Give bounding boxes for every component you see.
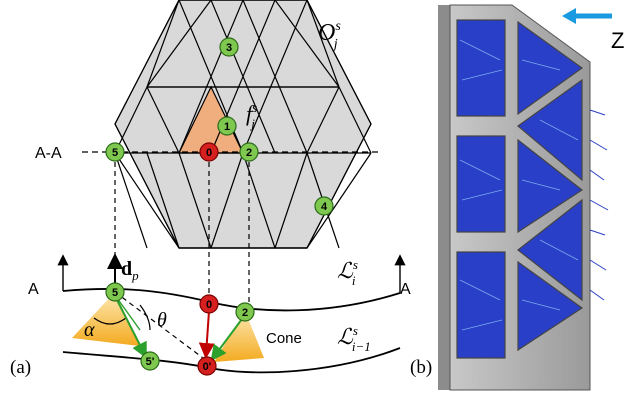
arrow-5-to-5p [115, 297, 147, 359]
cone-label: Cone [266, 330, 302, 347]
svg-text:1: 1 [224, 121, 230, 133]
frame-windows [456, 19, 584, 359]
mesh-edges [114, 0, 372, 249]
layer-node-5-prime: 5' [140, 351, 160, 371]
fiber-texture [459, 39, 579, 331]
caption-a: (a) [10, 357, 31, 378]
cut-label-left: A [28, 281, 39, 298]
svg-text:3: 3 [226, 42, 232, 54]
svg-text:4: 4 [321, 201, 328, 213]
z-axis-label: Z [611, 28, 624, 53]
arrow-2-to-0p [210, 318, 243, 362]
direction-label: dp [121, 258, 139, 283]
cone-left [72, 292, 140, 346]
arrow-5-cone-edge [116, 297, 141, 331]
svg-text:5': 5' [146, 356, 155, 368]
node-4: 4 [314, 196, 334, 216]
section-label: A-A [35, 145, 62, 162]
svg-text:0: 0 [206, 147, 212, 159]
svg-text:2: 2 [246, 147, 252, 159]
svg-text:2: 2 [242, 307, 248, 319]
z-arrow-head [562, 8, 576, 24]
panel-b: Z (b) [410, 4, 624, 391]
node-3: 3 [219, 37, 239, 57]
theta-arc [139, 304, 151, 331]
caption-b: (b) [410, 357, 432, 378]
node-0: 0 [199, 142, 219, 162]
svg-text:0: 0 [206, 299, 212, 311]
alpha-label: α [84, 319, 95, 341]
svg-text:5: 5 [112, 147, 118, 159]
layer-node-0: 0 [199, 294, 219, 314]
arrow-0-to-0p [198, 310, 215, 359]
node-1: 1 [217, 116, 237, 136]
edge-fringe [589, 109, 609, 301]
node-2: 2 [239, 142, 259, 162]
cut-label-right: A [400, 281, 411, 298]
layer-node-0-prime: 0' [197, 356, 217, 376]
node-5: 5 [105, 142, 125, 162]
layer-node-2: 2 [235, 302, 255, 322]
theta-label: θ [157, 309, 167, 331]
layer-node-5: 5 [105, 282, 125, 302]
layer-nodes: 5 0 2 5' 0' [105, 282, 255, 376]
theta-line [114, 291, 204, 359]
mesh-nodes: 3 1 5 0 2 4 [105, 37, 334, 216]
triangle-mesh [114, 0, 372, 249]
svg-text:0': 0' [203, 361, 212, 373]
alpha-arc [93, 317, 127, 325]
svg-text:5: 5 [112, 287, 118, 299]
